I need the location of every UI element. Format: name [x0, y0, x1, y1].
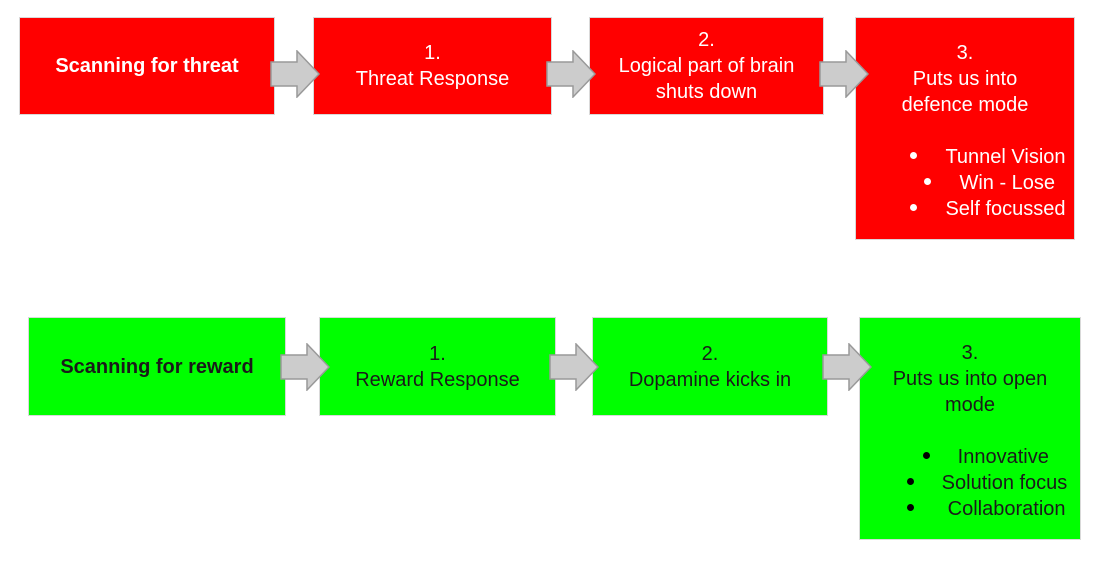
threat-step2-label-line2: shuts down: [655, 81, 758, 103]
reward-effect-3: Collaboration: [947, 498, 1066, 520]
threat-step1-box: 1. Threat Response: [313, 17, 552, 115]
arrow-shape: [280, 343, 330, 391]
threat-start-box: Scanning for threat: [19, 17, 275, 115]
bullet-icon: [906, 478, 914, 486]
reward-step2-label: Dopamine kicks in: [628, 368, 792, 391]
reward-effects-list: Innovative Solution focus Collaboration: [906, 444, 1068, 522]
bullet-icon: [924, 178, 932, 186]
bullet-icon: [922, 452, 930, 460]
reward-step3-label-line2: mode: [944, 394, 996, 416]
threat-arrow-2-icon: [546, 50, 596, 98]
threat-start-label: Scanning for threat: [55, 55, 239, 77]
threat-step2-box: 2. Logical part of brain shuts down: [589, 17, 824, 115]
list-item: Win - Lose: [910, 170, 1065, 196]
reward-step3-label-line1: Puts us into open: [892, 368, 1048, 390]
threat-arrow-3-icon: [819, 50, 869, 98]
threat-effects-list: Tunnel Vision Win - Lose Self focussed: [910, 144, 1066, 222]
threat-step3-label-line2: defence mode: [901, 94, 1029, 116]
list-item: Innovative: [907, 444, 1068, 470]
list-item: Tunnel Vision: [910, 144, 1066, 170]
threat-step2-number: 2.: [698, 29, 715, 51]
reward-step3-number: 3.: [961, 342, 979, 364]
threat-step3-label-line1: Puts us into: [912, 68, 1018, 90]
threat-step1-label: Threat Response: [355, 68, 510, 90]
threat-effect-1: Tunnel Vision: [945, 146, 1066, 168]
reward-step1-number: 1.: [429, 342, 446, 365]
bullet-icon: [906, 504, 914, 512]
bullet-icon: [910, 152, 918, 160]
bullet-icon: [910, 204, 918, 212]
reward-arrow-3-icon: [822, 343, 872, 391]
reward-step2-number: 2.: [701, 342, 719, 365]
arrow-shape: [270, 50, 320, 98]
threat-arrow-1-icon: [270, 50, 320, 98]
reward-arrow-2-icon: [549, 343, 599, 391]
arrow-shape: [549, 343, 599, 391]
threat-step3-box: 3. Puts us into defence mode Tunnel Visi…: [855, 17, 1075, 240]
reward-step1-label: Reward Response: [355, 368, 520, 391]
list-item: Self focussed: [910, 196, 1066, 222]
threat-effect-3: Self focussed: [945, 198, 1066, 220]
reward-effect-1: Innovative: [957, 446, 1049, 468]
threat-step2-label-line1: Logical part of brain: [618, 55, 795, 77]
reward-arrow-1-icon: [280, 343, 330, 391]
threat-step3-number: 3.: [956, 42, 974, 64]
threat-step1-number: 1.: [424, 42, 441, 64]
threat-effect-2: Win - Lose: [959, 172, 1056, 194]
arrow-shape: [546, 50, 596, 98]
arrow-shape: [819, 50, 869, 98]
reward-effect-2: Solution focus: [941, 472, 1068, 494]
arrow-shape: [822, 343, 872, 391]
reward-start-label: Scanning for reward: [60, 355, 254, 378]
reward-step1-box: 1. Reward Response: [319, 317, 556, 416]
reward-start-box: Scanning for reward: [28, 317, 286, 416]
list-item: Collaboration: [906, 496, 1068, 522]
list-item: Solution focus: [906, 470, 1068, 496]
reward-step3-box: 3. Puts us into open mode Innovative Sol…: [859, 317, 1081, 540]
reward-step2-box: 2. Dopamine kicks in: [592, 317, 828, 416]
